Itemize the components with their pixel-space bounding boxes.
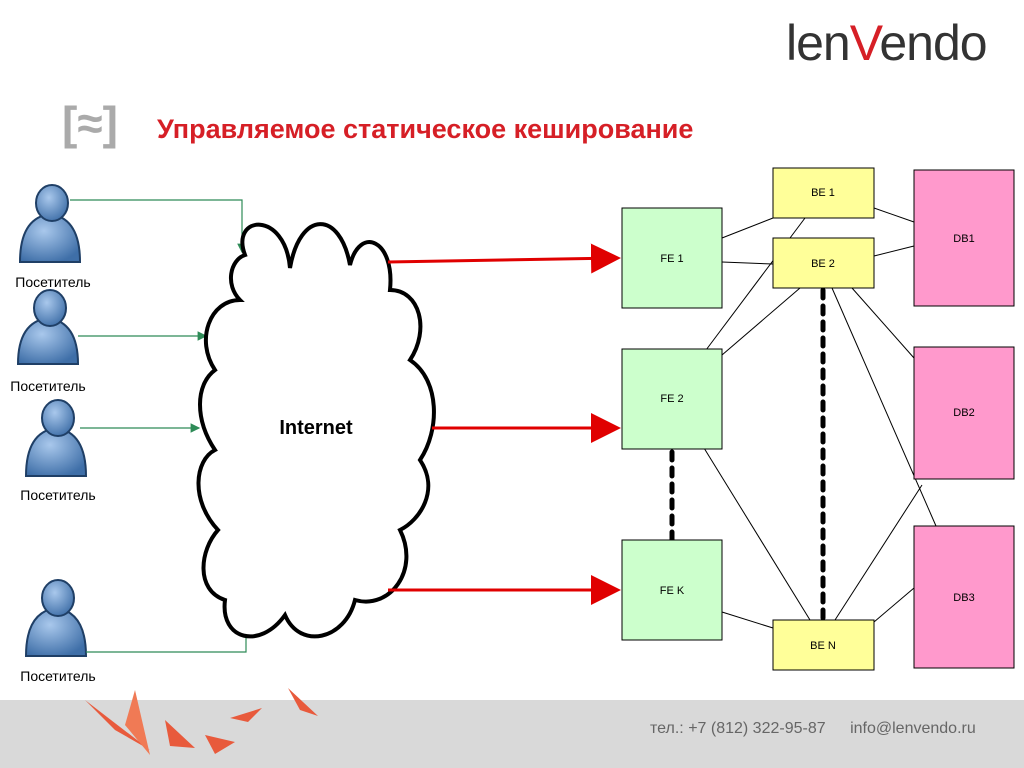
db-box xyxy=(913,525,1015,669)
visitor-label: Посетитель xyxy=(20,668,95,684)
fe-box xyxy=(621,539,723,641)
logo-text-v: V xyxy=(849,15,881,71)
network-links xyxy=(703,207,937,629)
fe-label: FE 2 xyxy=(660,393,683,405)
visitor-icon xyxy=(24,579,88,657)
be-box xyxy=(772,237,875,289)
internet-cloud xyxy=(196,222,436,639)
visitor-connector xyxy=(86,618,251,653)
footer-phone: тел.: +7 (812) 322-95-87 xyxy=(650,720,826,737)
visitor-label: Посетитель xyxy=(20,487,95,503)
architecture-diagram: Посетитель Посетитель Посетитель Посетит… xyxy=(10,167,1015,684)
lenvendo-logo: lenVendo xyxy=(786,14,988,72)
be-box xyxy=(772,619,875,671)
fe-label: FE 1 xyxy=(660,253,683,265)
visitor-label: Посетитель xyxy=(15,274,90,290)
db-label: DB1 xyxy=(953,233,974,245)
be-label: BE 1 xyxy=(811,187,835,199)
db-label: DB2 xyxy=(953,407,974,419)
fe-box xyxy=(621,207,723,309)
slide-title: Управляемое статическое кеширование xyxy=(157,114,694,144)
db-box xyxy=(913,169,1015,307)
be-box xyxy=(772,167,875,219)
visitor-label: Посетитель xyxy=(10,378,85,394)
svg-text:[≈]: [≈] xyxy=(62,97,118,149)
db-box xyxy=(913,346,1015,480)
visitor-connector xyxy=(70,199,247,254)
db-label: DB3 xyxy=(953,592,974,604)
fe-label: FE K xyxy=(660,585,685,597)
be-label: BE 2 xyxy=(811,258,835,270)
paper-planes-decoration xyxy=(85,688,318,755)
contacts: тел.: +7 (812) 322-95-87 info@lenvendo.r… xyxy=(650,720,996,738)
visitor-icon xyxy=(18,184,82,263)
footer-email[interactable]: info@lenvendo.ru xyxy=(850,720,976,737)
visitor-icon xyxy=(24,399,88,477)
bracket-emblem-icon: [≈] xyxy=(62,97,118,149)
visitor-icon xyxy=(16,289,80,365)
be-label: BE N xyxy=(810,640,836,652)
fe-box xyxy=(621,348,723,450)
internet-label: Internet xyxy=(279,417,353,439)
traffic-arrow xyxy=(387,243,621,274)
logo-text-left: len xyxy=(786,15,851,71)
logo-text-right: endo xyxy=(879,15,987,71)
